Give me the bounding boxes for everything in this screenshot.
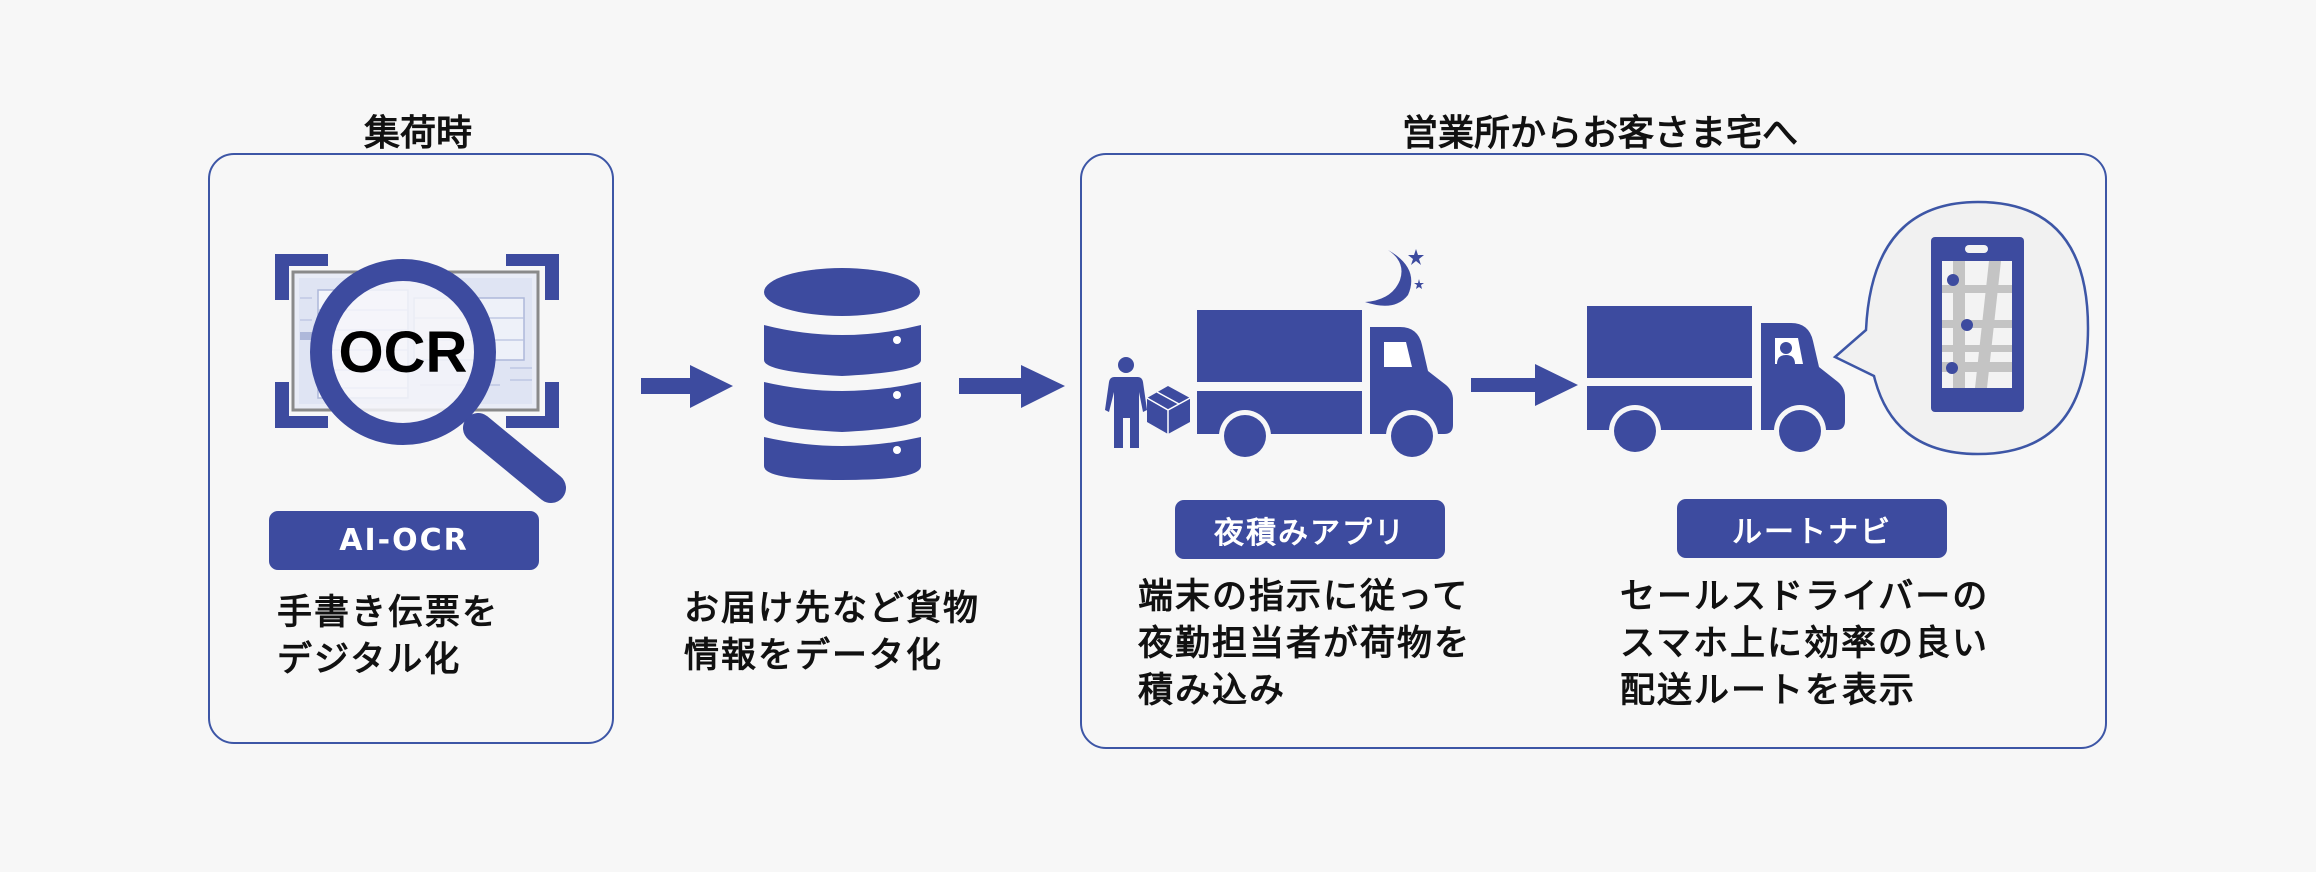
delivery-title: 営業所からお客さま宅へ	[1401, 113, 1798, 154]
smartphone-map-icon	[1931, 237, 2024, 412]
route-navi-description: セールスドライバーの スマホ上に効率の良い 配送ルートを表示	[1620, 574, 1989, 715]
night-loading-description-line: 端末の指示に従って	[1138, 577, 1470, 617]
truck-icon	[1197, 310, 1453, 462]
scan-frame-icon	[275, 254, 559, 428]
ai-ocr-badge: AI-OCR	[269, 511, 539, 570]
night-loading-description: 端末の指示に従って 夜勤担当者が荷物を 積み込み	[1138, 574, 1471, 715]
magnifier-icon	[310, 259, 566, 503]
arrow-right-icon	[1471, 364, 1578, 406]
night-loading-description-line: 夜勤担当者が荷物を	[1138, 624, 1472, 664]
arrow-right-icon	[641, 365, 733, 408]
route-navi-description-line: スマホ上に効率の良い	[1620, 624, 1989, 664]
pickup-description-line: デジタル化	[277, 640, 462, 680]
worker-icon	[1105, 357, 1147, 448]
moon-stars-icon	[1365, 249, 1424, 306]
pickup-panel	[208, 153, 614, 744]
delivery-panel	[1080, 153, 2107, 749]
route-navi-badge: ルートナビ	[1677, 499, 1947, 558]
database-description-line: お届け先など貨物	[684, 589, 981, 629]
pickup-title: 集荷時	[363, 113, 472, 154]
pickup-description: 手書き伝票を デジタル化	[277, 590, 499, 684]
database-description: お届け先など貨物 情報をデータ化	[684, 586, 980, 680]
ocr-label: OCR	[339, 320, 468, 385]
route-navi-description-line: セールスドライバーの	[1620, 577, 1990, 617]
database-description-line: 情報をデータ化	[684, 636, 944, 676]
night-loading-app-badge: 夜積みアプリ	[1175, 500, 1445, 559]
arrow-right-icon	[959, 365, 1065, 408]
pickup-description-line: 手書き伝票を	[277, 593, 500, 633]
truck-with-driver-icon	[1587, 306, 1845, 457]
route-navi-description-line: 配送ルートを表示	[1620, 671, 1917, 711]
night-loading-description-line: 積み込み	[1138, 671, 1287, 711]
cardboard-box-icon	[1146, 386, 1191, 434]
